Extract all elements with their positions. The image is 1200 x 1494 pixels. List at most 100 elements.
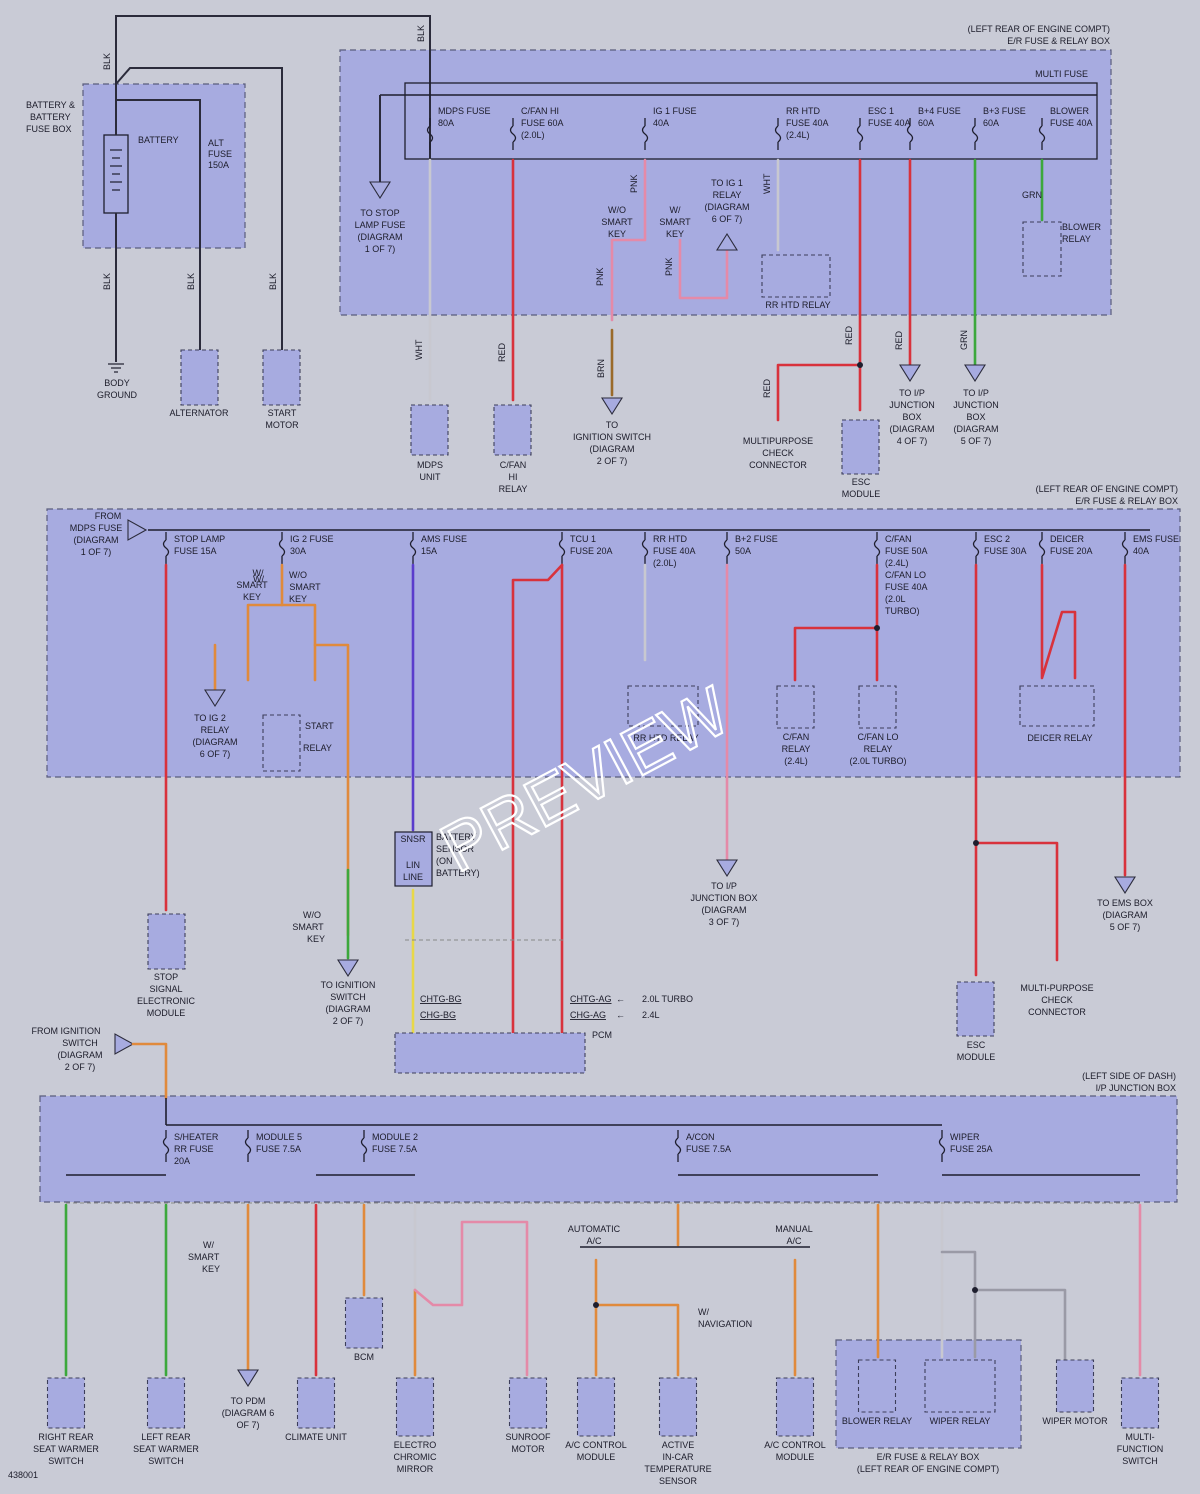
- blk-to-start-wire: [115, 67, 283, 350]
- blk-label-3: BLK: [102, 273, 112, 290]
- blk-label-2: BLK: [416, 25, 426, 42]
- bottom-comp-3: [296, 1377, 336, 1429]
- grn-label-blower: GRN: [1022, 190, 1042, 200]
- bottom-comp-4: [344, 1297, 384, 1349]
- from-ign-org-wire: [131, 1042, 168, 1100]
- deicer-red-wire: [1040, 563, 1077, 680]
- bottom-comp-9: [775, 1377, 815, 1437]
- fuse-icon: [906, 118, 914, 150]
- fuse-icon: [856, 118, 864, 150]
- bottom-comp-10: [857, 1359, 897, 1413]
- bottom-comp-5: [395, 1377, 435, 1437]
- er-mid-title2: E/R FUSE & RELAY BOX: [1075, 496, 1178, 506]
- deicer-relay-label: DEICER RELAY: [1027, 733, 1092, 743]
- rr-htd-relay-mid-label: RR HTD RELAY: [633, 733, 698, 743]
- fuse-icon: [1038, 118, 1046, 150]
- ig2-start-org-wire: [313, 643, 350, 937]
- er-bottom-title2: (LEFT REAR OF ENGINE COMPT): [857, 1464, 999, 1474]
- fuse-icon: [938, 1130, 946, 1162]
- connector-j-icon: [114, 1033, 135, 1055]
- arrow-1: ←: [616, 994, 625, 1004]
- turbo-label: 2.0L TURBO: [642, 994, 693, 1004]
- multi-fuse-label: MULTI FUSE: [1035, 69, 1088, 79]
- battery-sensor: [394, 831, 433, 887]
- pcm: [394, 1032, 586, 1074]
- fuse-icon: [360, 1130, 368, 1162]
- fuse-icon: [162, 532, 170, 564]
- stop-signal-module: [147, 913, 186, 970]
- mdps-unit: [410, 404, 449, 456]
- fuse-icon: [426, 118, 434, 150]
- fuse-icon: [1121, 532, 1129, 564]
- fuse-icon: [641, 532, 649, 564]
- red-label-esc: RED: [844, 325, 854, 345]
- fuse-icon: [278, 532, 286, 564]
- bottom-comp-7: [576, 1377, 616, 1437]
- er-mid-title1: (LEFT REAR OF ENGINE COMPT): [1036, 484, 1178, 494]
- cfan-lo-relay: [858, 685, 897, 729]
- cfan-splice: [874, 625, 880, 631]
- esc-module-mid: [956, 981, 995, 1037]
- fuse-icon: [1038, 532, 1046, 564]
- fuse-icon: [723, 532, 731, 564]
- wiper-gry-wire-2: [973, 1288, 1067, 1362]
- nav-splice: [593, 1302, 599, 1308]
- esc-module-top: [841, 419, 880, 475]
- grn-label-b3: GRN: [959, 330, 969, 350]
- connector-a-icon: [899, 364, 921, 383]
- ip-title1: (LEFT SIDE OF DASH): [1082, 1071, 1176, 1081]
- alternator-label: ALTERNATOR: [169, 408, 229, 418]
- ip-title2: I/P JUNCTION BOX: [1096, 1083, 1176, 1093]
- pcm-label: PCM: [592, 1030, 612, 1040]
- bottom-comp-12: [1055, 1359, 1095, 1413]
- fuse-icon: [972, 532, 980, 564]
- connector-h-icon: [601, 397, 623, 416]
- chg-ag-label: CHG-AG: [570, 1010, 606, 1020]
- red-label-b4: RED: [894, 330, 904, 350]
- fuse-icon: [774, 118, 782, 150]
- bottom-comp-0: [46, 1377, 86, 1429]
- connector-f-icon: [369, 181, 391, 200]
- er-fuse-box-top: [339, 49, 1112, 316]
- connector-d-icon: [337, 959, 359, 978]
- connector-f-mid-icon: [127, 519, 148, 541]
- alternator-wire: [116, 99, 201, 350]
